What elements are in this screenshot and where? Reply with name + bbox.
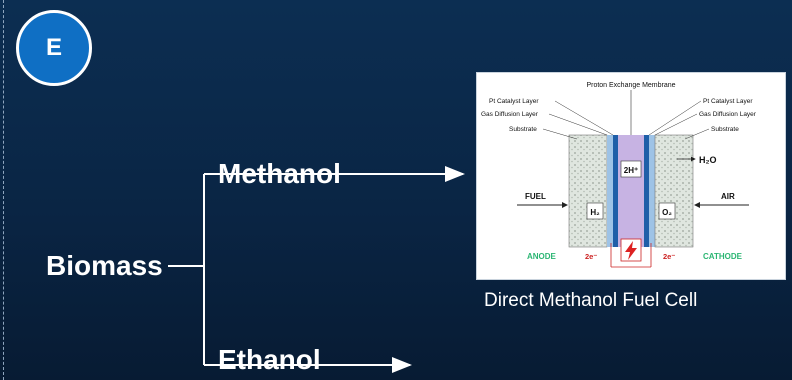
label-pt-right: Pt Catalyst Layer <box>703 98 753 105</box>
label-gas-right: Gas Diffusion Layer <box>699 111 757 118</box>
section-badge-letter: E <box>45 34 62 61</box>
membrane <box>618 135 644 247</box>
label-methanol: Methanol <box>218 158 341 189</box>
label-o2: O₂ <box>662 208 672 217</box>
label-2h-plus: 2H⁺ <box>624 166 638 175</box>
catalyst-left <box>613 135 618 247</box>
label-air: AIR <box>721 192 735 201</box>
label-cathode: CATHODE <box>703 252 743 261</box>
fuel-cell-schematic: 2H⁺ H₂ O₂ Proton Exchange Membrane Pt Ca… <box>481 82 757 268</box>
label-h2o: H₂O <box>699 155 717 165</box>
fuel-cell-caption: Direct Methanol Fuel Cell <box>484 290 698 311</box>
label-e-left: 2e⁻ <box>585 252 597 261</box>
label-h2: H₂ <box>590 208 600 217</box>
label-pt-left: Pt Catalyst Layer <box>489 98 539 105</box>
gas-layer-right <box>649 135 655 247</box>
substrate-left <box>568 134 608 248</box>
fuel-cell-figure: 2H⁺ H₂ O₂ Proton Exchange Membrane Pt Ca… <box>476 72 786 280</box>
catalyst-right <box>644 135 649 247</box>
gas-layer-left <box>607 135 613 247</box>
label-ethanol: Ethanol <box>218 344 321 375</box>
lightning-icon <box>625 241 637 260</box>
substrate-right <box>654 134 694 248</box>
label-membrane: Proton Exchange Membrane <box>586 82 675 89</box>
slide-dashed-border <box>3 0 4 380</box>
label-substrate-right: Substrate <box>711 126 739 133</box>
section-badge: E <box>16 10 92 86</box>
label-fuel: FUEL <box>525 192 546 201</box>
label-gas-left: Gas Diffusion Layer <box>481 111 539 118</box>
label-substrate-left: Substrate <box>509 126 537 133</box>
label-biomass: Biomass <box>46 250 163 281</box>
label-e-right: 2e⁻ <box>663 252 675 261</box>
label-anode: ANODE <box>527 252 557 261</box>
